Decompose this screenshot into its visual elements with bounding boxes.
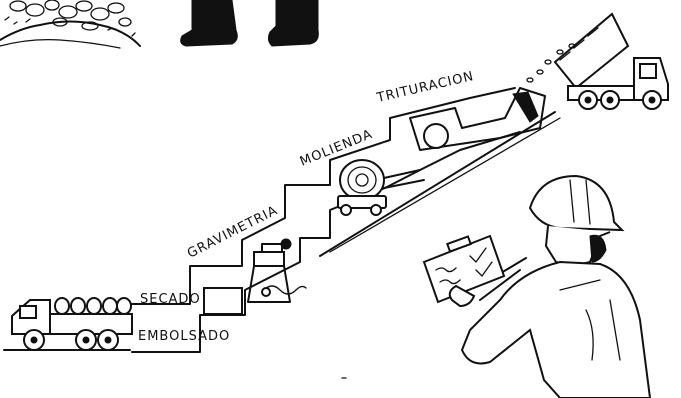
dump-truck-icon (527, 14, 668, 109)
stage-label-secado: SECADO (140, 292, 201, 307)
rock-pile-icon (0, 0, 140, 48)
bag-truck-icon (4, 298, 132, 350)
grinding-mill-icon (338, 160, 424, 215)
clipboard-icon (424, 236, 504, 306)
engineer-icon (462, 176, 650, 398)
jig-icon (248, 239, 306, 302)
boot-icon (181, 0, 319, 46)
dryer-icon (204, 288, 242, 314)
stage-label-embolsado: EMBOLSADO (138, 329, 230, 344)
